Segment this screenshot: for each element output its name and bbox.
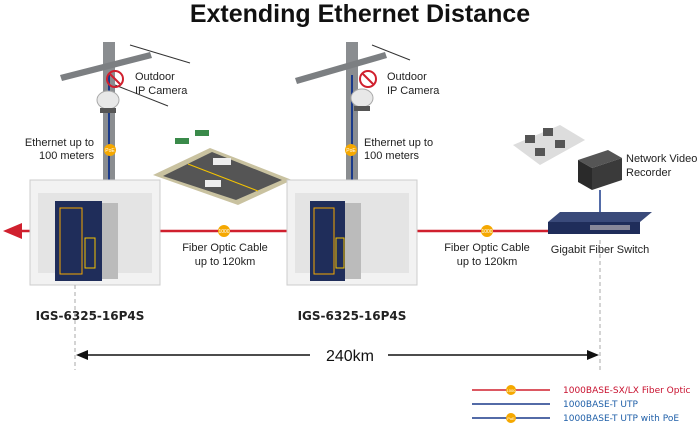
outdoor-camera-icon <box>96 90 120 113</box>
cabinet-1 <box>29 179 161 286</box>
svg-text:PoE: PoE <box>507 416 515 421</box>
switch-label-2: IGS-6325-16P4S <box>298 309 407 323</box>
svg-text:1000: 1000 <box>218 229 229 235</box>
fiber-label-1: Fiber Optic Cable <box>182 242 268 254</box>
legend-utp-poe: 1000BASE-T UTP with PoE <box>563 414 679 424</box>
switch-label-1: IGS-6325-16P4S <box>36 309 145 323</box>
legend: 1000 1000BASE-SX/LX Fiber Optic 1000BASE… <box>472 385 690 424</box>
legend-fiber: 1000BASE-SX/LX Fiber Optic <box>563 386 690 396</box>
svg-text:PoE: PoE <box>105 148 115 154</box>
svg-text:PoE: PoE <box>346 148 356 154</box>
poe-badge <box>104 144 116 156</box>
fiber-label-2: Fiber Optic Cable <box>444 242 530 254</box>
fiber-label-2b: up to 120km <box>457 256 518 268</box>
distance-dimension <box>74 240 601 370</box>
fiber-label-1b: up to 120km <box>195 256 256 268</box>
nvr-icon <box>578 150 622 190</box>
no-bird-icon <box>106 70 124 88</box>
industrial-switch-icon <box>55 201 118 281</box>
monitoring-office-icon <box>513 125 585 165</box>
svg-text:1000: 1000 <box>481 229 492 235</box>
ethernet-label-1b: 100 meters <box>39 150 95 162</box>
highway-illustration <box>153 130 292 205</box>
fiber-badge <box>481 225 493 237</box>
ethernet-label-2: Ethernet up to <box>364 137 433 149</box>
nvr-label-b: Recorder <box>626 167 672 179</box>
camera-label-2: Outdoor <box>387 71 427 83</box>
fiber-badge <box>218 225 230 237</box>
industrial-switch-icon <box>310 201 361 281</box>
ethernet-label-2b: 100 meters <box>364 150 420 162</box>
arrow-left-icon <box>3 223 22 239</box>
nvr-label: Network Video <box>626 153 697 165</box>
legend-utp: 1000BASE-T UTP <box>563 400 638 410</box>
poe-badge <box>345 144 357 156</box>
camera-label-1: Outdoor <box>135 71 175 83</box>
svg-text:1000: 1000 <box>507 388 517 393</box>
distance-label: 240km <box>326 348 374 365</box>
no-bird-icon <box>359 70 377 88</box>
camera-label-1b: IP Camera <box>135 85 188 97</box>
cabinet-2 <box>286 179 418 286</box>
camera-label-2b: IP Camera <box>387 85 440 97</box>
gigabit-fiber-switch-icon <box>548 212 652 234</box>
outdoor-camera-icon <box>350 88 374 111</box>
diagram-title: Extending Ethernet Distance <box>190 0 530 28</box>
ethernet-label-1: Ethernet up to <box>25 137 94 149</box>
